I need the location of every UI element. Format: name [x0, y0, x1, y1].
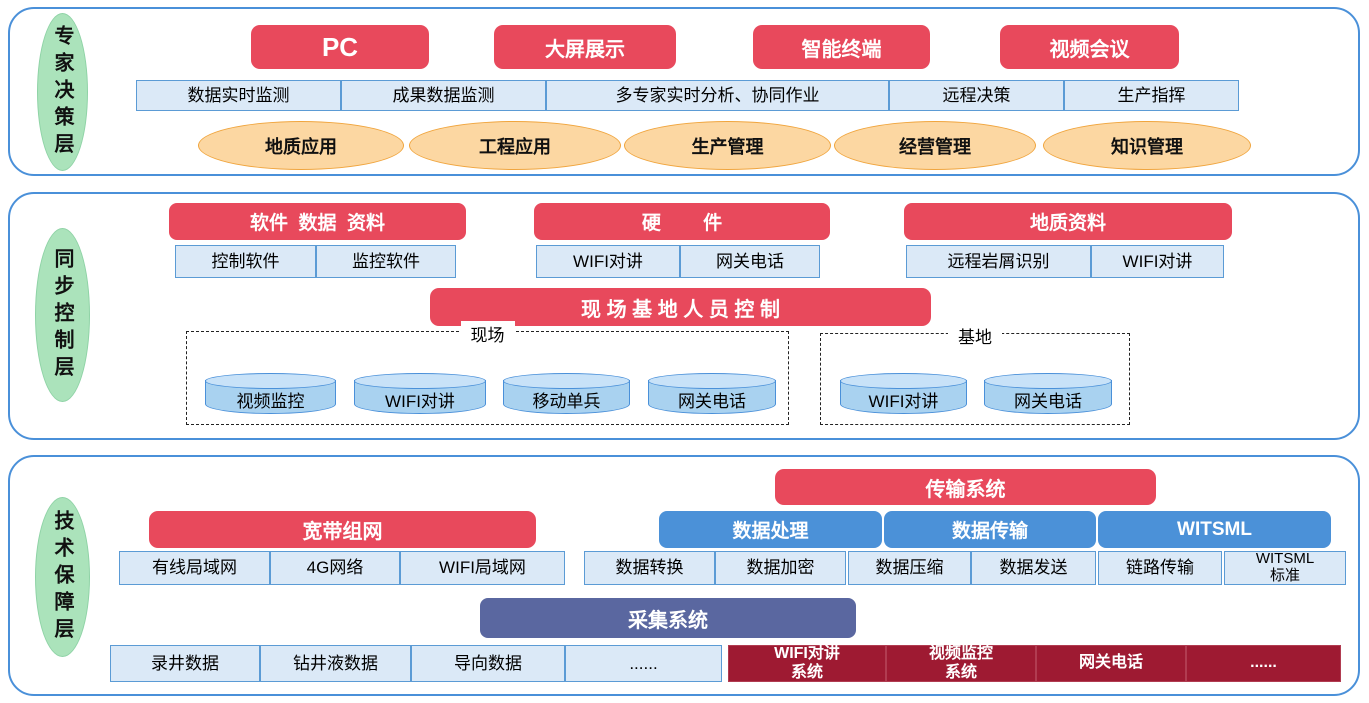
system-ellipsis: ......	[1186, 645, 1341, 682]
network-4g: 4G网络	[270, 551, 400, 585]
site-cylinder-gateway-phone: 网关电话	[647, 373, 777, 414]
tech-support-layer-label: 技术保障层	[35, 497, 90, 657]
site-zone-label: 现场	[460, 321, 515, 346]
app-business-management: 经营管理	[834, 121, 1036, 170]
source-mud-logging-data: 录井数据	[110, 645, 260, 682]
base-cylinder-gateway-phone: 网关电话	[983, 373, 1113, 414]
source-drilling-fluid-data: 钻井液数据	[260, 645, 411, 682]
item-wifi-intercom: WIFI对讲	[536, 245, 680, 278]
system-wifi-intercom: WIFI对讲 系统	[728, 645, 886, 682]
item-gateway-phone: 网关电话	[680, 245, 820, 278]
system-video-monitoring: 视频监控 系统	[886, 645, 1036, 682]
witsml-standard-box: WITSML 标准	[1224, 550, 1346, 585]
function-multi-expert-analysis: 多专家实时分析、协同作业	[546, 80, 889, 111]
item-wifi-intercom-2: WIFI对讲	[1091, 245, 1224, 278]
function-result-data-monitoring: 成果数据监测	[341, 80, 546, 111]
broadband-network-bar: 宽带组网	[149, 511, 536, 548]
group-title-software-data: 软件 数据 资料	[169, 203, 466, 240]
function-remote-decision: 远程决策	[889, 80, 1064, 111]
collection-system-bar: 采集系统	[480, 598, 856, 638]
link-transmission-box: 链路传输	[1098, 551, 1222, 585]
witsml-bar: WITSML	[1098, 511, 1331, 548]
data-sending-box: 数据发送	[971, 551, 1096, 585]
site-cylinder-wifi-intercom: WIFI对讲	[353, 373, 487, 414]
group-title-hardware: 硬 件	[534, 203, 830, 240]
site-base-personnel-control-bar: 现 场 基 地 人 员 控 制	[430, 288, 931, 326]
data-transmission-bar: 数据传输	[884, 511, 1096, 548]
transmission-system-bar: 传输系统	[775, 469, 1156, 505]
source-steering-data: 导向数据	[411, 645, 565, 682]
expert-decision-layer-label: 专家决策层	[37, 13, 88, 171]
sync-control-layer-label: 同步控制层	[35, 228, 90, 402]
data-encryption-box: 数据加密	[715, 551, 846, 585]
group-title-geology-data: 地质资料	[904, 203, 1232, 240]
site-cylinder-video-monitoring: 视频监控	[204, 373, 337, 414]
function-production-command: 生产指挥	[1064, 80, 1239, 111]
device-big-screen-display: 大屏展示	[494, 25, 676, 69]
device-pc: PC	[251, 25, 429, 69]
base-zone-label: 基地	[948, 323, 1002, 348]
data-conversion-box: 数据转换	[584, 551, 715, 585]
device-smart-terminal: 智能终端	[753, 25, 930, 69]
app-engineering: 工程应用	[409, 121, 621, 170]
data-compression-box: 数据压缩	[848, 551, 971, 585]
function-realtime-data-monitoring: 数据实时监测	[136, 80, 341, 111]
item-control-software: 控制软件	[175, 245, 316, 278]
base-zone: 基地	[820, 323, 1130, 425]
site-cylinder-mobile-unit: 移动单兵	[502, 373, 631, 414]
system-gateway-phone: 网关电话	[1036, 645, 1186, 682]
item-monitoring-software: 监控软件	[316, 245, 456, 278]
item-remote-cuttings-identification: 远程岩屑识别	[906, 245, 1091, 278]
device-video-conference: 视频会议	[1000, 25, 1179, 69]
network-wired-lan: 有线局域网	[119, 551, 270, 585]
base-cylinder-wifi-intercom: WIFI对讲	[839, 373, 968, 414]
app-knowledge-management: 知识管理	[1043, 121, 1251, 170]
network-wifi-lan: WIFI局域网	[400, 551, 565, 585]
data-processing-bar: 数据处理	[659, 511, 882, 548]
app-production-management: 生产管理	[624, 121, 831, 170]
app-geology: 地质应用	[198, 121, 404, 170]
source-ellipsis: ......	[565, 645, 722, 682]
site-zone: 现场	[186, 321, 789, 425]
